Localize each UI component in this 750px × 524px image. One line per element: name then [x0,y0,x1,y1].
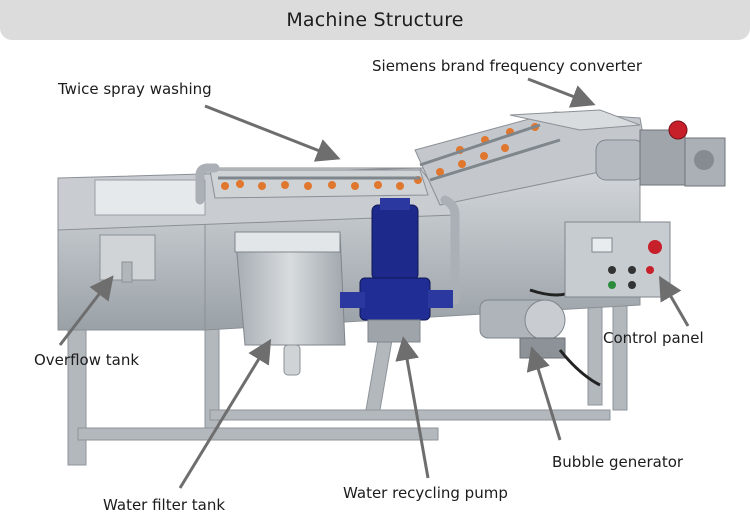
page-title: Machine Structure [286,9,464,31]
title-bar: Machine Structure [0,0,750,40]
pipes [195,163,460,305]
spray-bars [218,123,561,182]
bubble-generator [479,299,566,359]
spray-nozzles [221,123,539,190]
label-siemens-frequency-converter: Siemens brand frequency converter [372,57,643,75]
label-control-panel: Control panel [603,329,704,347]
arrow-twice-spray [204,104,341,162]
label-water-recycling-pump: Water recycling pump [343,484,508,502]
arrow-control [658,275,690,327]
arrow-siemens [527,77,596,108]
callout-arrows [58,77,690,489]
label-water-filter-tank: Water filter tank [103,496,226,514]
frequency-converter-motor [595,120,726,187]
label-twice-spray-washing: Twice spray washing [58,80,212,98]
water-filter-tank [234,231,346,376]
arrow-filter [178,338,272,489]
label-overflow-tank: Overflow tank [34,351,140,369]
label-bubble-generator: Bubble generator [552,453,684,471]
control-panel-box [564,221,671,298]
arrow-pump [395,336,430,479]
arrow-bubble [526,346,562,441]
overflow-tank [99,234,156,283]
arrow-overflow [58,275,114,346]
